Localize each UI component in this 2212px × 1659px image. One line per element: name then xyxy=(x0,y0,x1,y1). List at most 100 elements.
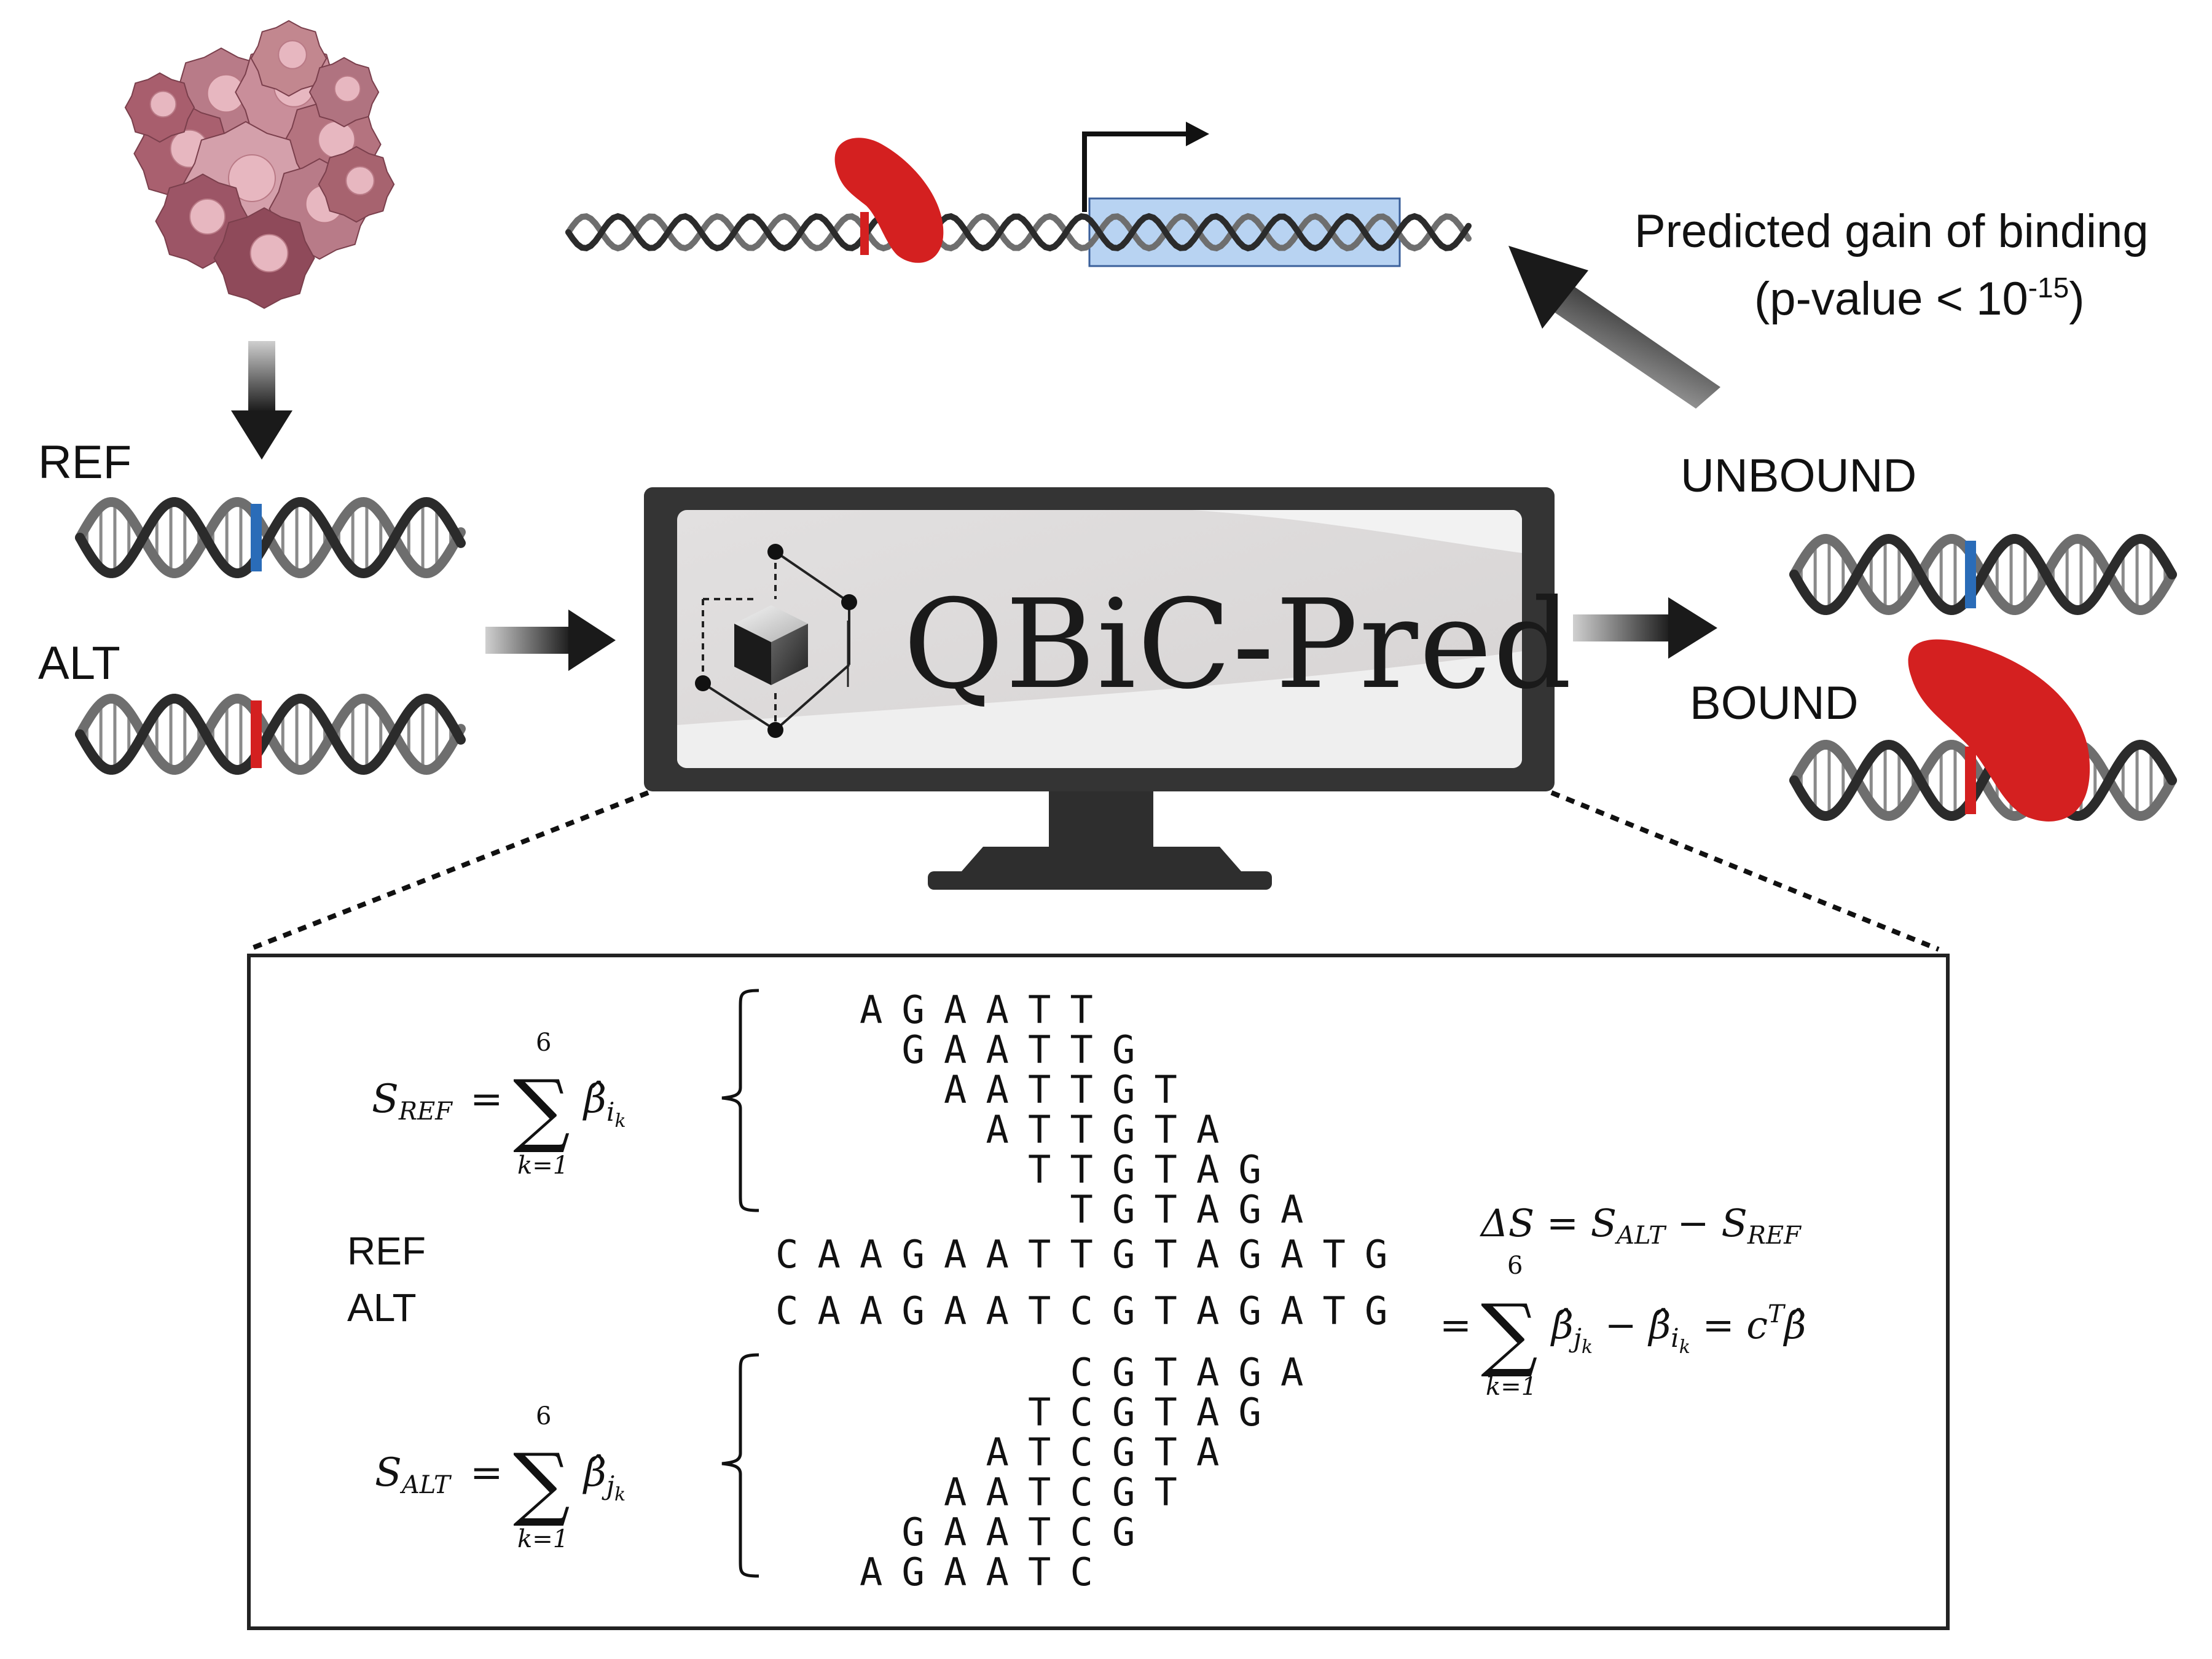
alt-kmer-base: G xyxy=(1112,1350,1135,1395)
alt-kmer-base: T xyxy=(1028,1470,1051,1515)
alt-kmer-base: A xyxy=(860,1550,882,1594)
delta-s-formula: ΔS = SALT − SREF = 6 ∑ k=1 β̂jk − β̂ik =… xyxy=(1440,1201,1806,1401)
svg-text:∑: ∑ xyxy=(513,1062,570,1156)
alt-kmer-base: A xyxy=(944,1470,967,1515)
ref-kmer-base: T xyxy=(1070,987,1093,1032)
svg-text:=: = xyxy=(470,1450,503,1496)
alt-kmer-base: A xyxy=(944,1550,967,1594)
ref-kmer-base: A xyxy=(1281,1187,1303,1232)
svg-text:6: 6 xyxy=(1507,1252,1523,1280)
alt-kmer-base: C xyxy=(1070,1550,1093,1594)
zoom-line-right xyxy=(1550,790,1940,952)
alt-kmer-base: A xyxy=(986,1550,1009,1594)
ref-dna-helix-icon xyxy=(75,496,466,579)
p-value-text: (p-value < 10-15) xyxy=(1754,272,2085,325)
s-ref-formula: SREF = 6 ∑ k=1 β̂ik xyxy=(372,1029,626,1180)
ref-sequence-base: A xyxy=(1196,1232,1219,1277)
alt-kmer-base: G xyxy=(1112,1470,1135,1515)
alt-kmer-base: T xyxy=(1028,1550,1051,1594)
dna-strand-front xyxy=(565,213,1472,252)
alt-kmer-base: A xyxy=(944,1510,967,1555)
svg-text:β̂jk: β̂jk xyxy=(582,1450,626,1505)
alt-kmer-base: C xyxy=(1070,1510,1093,1555)
svg-text:∑: ∑ xyxy=(513,1436,570,1529)
svg-text:=: = xyxy=(1440,1303,1472,1347)
predicted-gain-title: Predicted gain of binding xyxy=(1634,205,2149,257)
alt-sequence-base: A xyxy=(818,1288,841,1333)
svg-text:β̂ik: β̂ik xyxy=(582,1077,626,1132)
svg-text:k=1: k=1 xyxy=(517,1151,568,1180)
ref-kmer-base: G xyxy=(1239,1147,1261,1192)
unbound-dna-helix-icon xyxy=(1789,533,2177,616)
alt-kmer-base: G xyxy=(1112,1430,1135,1475)
alt-kmer-base: T xyxy=(1155,1390,1177,1435)
ref-kmer-base: A xyxy=(944,1067,967,1112)
ref-sequence-base: C xyxy=(775,1232,798,1277)
alt-kmer-base: T xyxy=(1155,1470,1177,1515)
ref-sequence-base: A xyxy=(944,1232,967,1277)
alt-sequence-base: A xyxy=(986,1288,1009,1333)
ref-kmer-base: T xyxy=(1070,1107,1093,1152)
svg-text:6: 6 xyxy=(536,1402,551,1430)
cell-nucleus xyxy=(149,90,177,118)
svg-text:=: = xyxy=(470,1077,503,1122)
ref-kmer-base: T xyxy=(1155,1147,1177,1192)
gene-region-box xyxy=(1088,197,1401,267)
tss-arrow-icon xyxy=(1082,122,1209,212)
unbound-label: UNBOUND xyxy=(1681,450,1916,502)
promoter-dna-icon xyxy=(565,213,1472,252)
alt-sequence-base: A xyxy=(860,1288,882,1333)
alt-kmer-base: A xyxy=(986,1470,1009,1515)
ref-kmer-base: G xyxy=(1112,1107,1135,1152)
ref-kmer-base: G xyxy=(1112,1067,1135,1112)
alt-sequence-base: T xyxy=(1028,1288,1051,1333)
alt-kmer-base: A xyxy=(986,1430,1009,1475)
dna-strand-front xyxy=(75,496,466,579)
ref-sequence-base: T xyxy=(1028,1232,1051,1277)
ref-sequence-base: G xyxy=(902,1232,925,1277)
alt-kmer-base: A xyxy=(1196,1350,1219,1395)
ref-sequence-base: T xyxy=(1155,1232,1177,1277)
alt-kmer-base: T xyxy=(1155,1350,1177,1395)
ref-kmer-base: A xyxy=(986,1027,1009,1072)
svg-text:k=1: k=1 xyxy=(1486,1373,1537,1401)
alt-kmer-base: A xyxy=(1196,1430,1219,1475)
ref-kmer-base: A xyxy=(1196,1107,1219,1152)
ref-sequence-base: T xyxy=(1323,1232,1346,1277)
ref-sequence-base: G xyxy=(1112,1232,1135,1277)
ref-kmer-base: T xyxy=(1028,1147,1051,1192)
cell-nucleus xyxy=(249,233,289,273)
ref-kmer-base: A xyxy=(1196,1187,1219,1232)
seq-alt-label: ALT xyxy=(347,1285,417,1330)
alt-kmer-base: G xyxy=(902,1550,925,1594)
ref-kmer-base: A xyxy=(944,1027,967,1072)
ref-kmer-base: T xyxy=(1070,1027,1093,1072)
ref-kmer-base: A xyxy=(944,987,967,1032)
alt-variant-mark xyxy=(251,700,262,768)
cell-nucleus xyxy=(345,166,375,195)
ref-kmer-base: G xyxy=(1112,1187,1135,1232)
alt-kmer-base: T xyxy=(1028,1510,1051,1555)
zoom-line-left xyxy=(248,790,649,952)
dna-strand-back xyxy=(565,213,1472,252)
alt-kmer-base: G xyxy=(1112,1510,1135,1555)
alt-kmer-base: C xyxy=(1070,1390,1093,1435)
s-alt-formula: SALT = 6 ∑ k=1 β̂jk xyxy=(375,1402,626,1553)
ref-kmer-base: T xyxy=(1028,1067,1051,1112)
ref-sequence-base: A xyxy=(986,1232,1009,1277)
alt-sequence-base: C xyxy=(1070,1288,1093,1333)
ref-kmer-base: A xyxy=(986,987,1009,1032)
alt-kmer-base: A xyxy=(986,1510,1009,1555)
ref-kmer-base: T xyxy=(1028,987,1051,1032)
alt-kmer-base: T xyxy=(1155,1430,1177,1475)
input-arrow xyxy=(485,610,616,671)
down-arrow xyxy=(231,341,292,460)
dna-strand-front xyxy=(1789,739,2177,822)
ref-sequence-base: A xyxy=(860,1232,882,1277)
alt-sequence-base: G xyxy=(1112,1288,1135,1333)
ref-kmer-brace xyxy=(721,989,759,1212)
monitor-icon xyxy=(644,487,1555,890)
ref-kmer-base: G xyxy=(1112,1027,1135,1072)
